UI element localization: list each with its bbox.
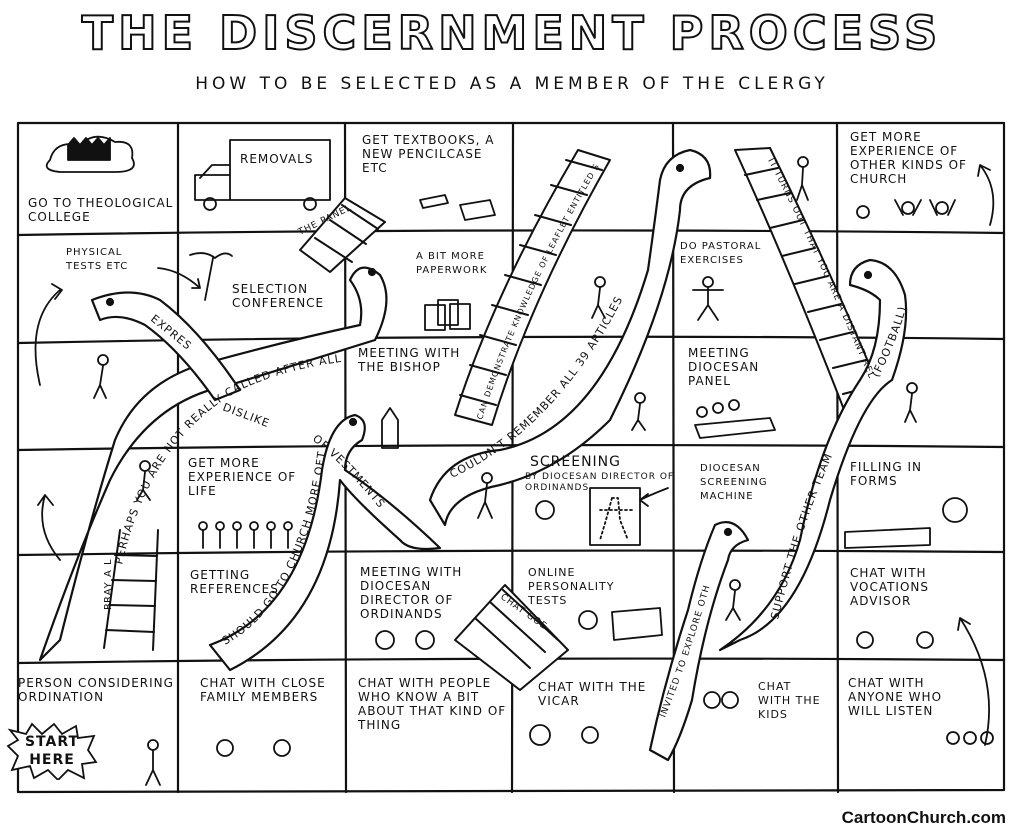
- van-wheel-icon: [203, 197, 217, 211]
- queue-icon: [198, 521, 293, 549]
- start-here-badge: START HERE: [6, 722, 98, 780]
- square-screening-sub: by Diocesan Director of Ordinands: [525, 472, 675, 493]
- person-head-icon: [581, 726, 599, 744]
- doodles: [34, 135, 995, 786]
- ladder-pray: [103, 529, 159, 651]
- square-pastoral-exercises: Do pastoral exercises: [680, 241, 762, 266]
- grid-line-h3: [16, 443, 1006, 452]
- snake-express-notcalled: [38, 266, 388, 662]
- square-meeting-bishop: Meeting with the Bishop: [358, 346, 461, 374]
- person-icon: [904, 382, 918, 423]
- forms-desk-icon: [844, 527, 931, 549]
- person-icon: [725, 579, 741, 621]
- person-head-icon: [216, 739, 234, 757]
- bishop-icon: [381, 407, 399, 449]
- snake-articles: [428, 148, 712, 527]
- square-removals: Removals: [240, 152, 314, 166]
- van-icon: [194, 139, 331, 201]
- person-head-icon: [703, 691, 721, 709]
- paperwork-icon: [424, 299, 471, 331]
- square-paperwork: A bit more paperwork: [416, 251, 488, 276]
- square-people-who-know: Chat with people who know a bit about th…: [358, 676, 507, 732]
- square-other-church: Get more experience of other kinds of ch…: [850, 130, 967, 186]
- square-references: Getting references: [190, 568, 279, 596]
- snake-label-dislike: Dislike: [221, 401, 272, 431]
- square-meeting-ddo: Meeting with Diocesan Director of Ordina…: [360, 565, 463, 621]
- square-chat-kids: Chat with the kids: [758, 680, 821, 721]
- van-wheel-icon: [303, 197, 317, 211]
- ladder-chat: [454, 584, 569, 691]
- square-theological-college: Go to theological college: [28, 196, 174, 224]
- person-head-icon: [856, 631, 874, 649]
- person-icon: [136, 460, 151, 501]
- rope-icon: [189, 252, 233, 301]
- exercise-figure-icon: [692, 276, 724, 321]
- arrow-icon: [977, 164, 995, 226]
- person-icon: [477, 472, 493, 519]
- person-head-icon: [721, 691, 739, 709]
- credit-text: CartoonChurch.com: [841, 808, 1006, 827]
- square-person-considering: Person considering ordination: [18, 676, 174, 704]
- arrow-icon: [34, 283, 63, 386]
- screening-machine-icon: [589, 487, 641, 546]
- grid-line-h4: [16, 549, 1006, 557]
- here-label: HERE: [29, 752, 75, 768]
- square-diocesan-panel: Meeting Diocesan Panel: [688, 346, 760, 388]
- person-head-icon: [273, 739, 291, 757]
- board-border: [16, 121, 1006, 794]
- square-chat-vicar: Chat with the vicar: [538, 680, 647, 708]
- books-icon: [419, 194, 496, 221]
- panel-table-icon: [694, 417, 776, 439]
- square-chat-anyone: Chat with anyone who will listen: [848, 676, 943, 718]
- snake-label-invited: Invited to explore other options?: [0, 0, 712, 719]
- arrow-icon: [157, 267, 201, 289]
- square-textbooks: Get textbooks, a new pencilcase etc: [362, 133, 495, 175]
- square-selection-conference: Selection conference: [232, 282, 325, 310]
- person-head-icon: [535, 500, 555, 520]
- page-subtitle: HOW TO BE SELECTED AS A MEMBER OF THE CL…: [195, 74, 829, 94]
- snake-football-team: [718, 258, 908, 652]
- square-family-members: Chat with close family members: [200, 676, 326, 704]
- square-vocations-advisor: Chat with vocations advisor: [850, 566, 930, 608]
- person-icon: [93, 354, 109, 399]
- snake-invited: [648, 521, 750, 762]
- person-head-icon: [415, 630, 435, 650]
- arrow-icon: [957, 617, 990, 746]
- person-head-icon: [916, 631, 934, 649]
- grid-line-h1: [16, 229, 1006, 237]
- arrow-icon: [639, 487, 669, 507]
- square-screening: Screening: [530, 454, 622, 470]
- person-icon: [631, 392, 646, 431]
- square-filling-forms: Filling in forms: [850, 460, 922, 488]
- person-head-icon: [529, 724, 551, 746]
- person-head-icon: [375, 630, 395, 650]
- burst-icon: [6, 722, 98, 780]
- laptop-icon: [611, 607, 663, 641]
- ladder-leaflet: [454, 149, 611, 426]
- arrow-icon: [37, 494, 61, 561]
- square-screening-machine: Diocesan screening machine: [700, 463, 768, 502]
- square-personality-tests: Online personality tests: [528, 566, 615, 607]
- square-experience-life: Get more experience of life: [188, 456, 297, 498]
- college-icon: [67, 137, 111, 161]
- person-icon: [591, 276, 606, 319]
- square-physical-tests: Physical tests etc: [66, 247, 129, 272]
- page-title: THE DISCERNMENT PROCESS: [81, 5, 943, 61]
- ladder-panel-approves: [299, 197, 386, 273]
- snake-vestments: [208, 413, 442, 672]
- person-icon: [796, 156, 809, 201]
- start-label: START: [24, 734, 80, 750]
